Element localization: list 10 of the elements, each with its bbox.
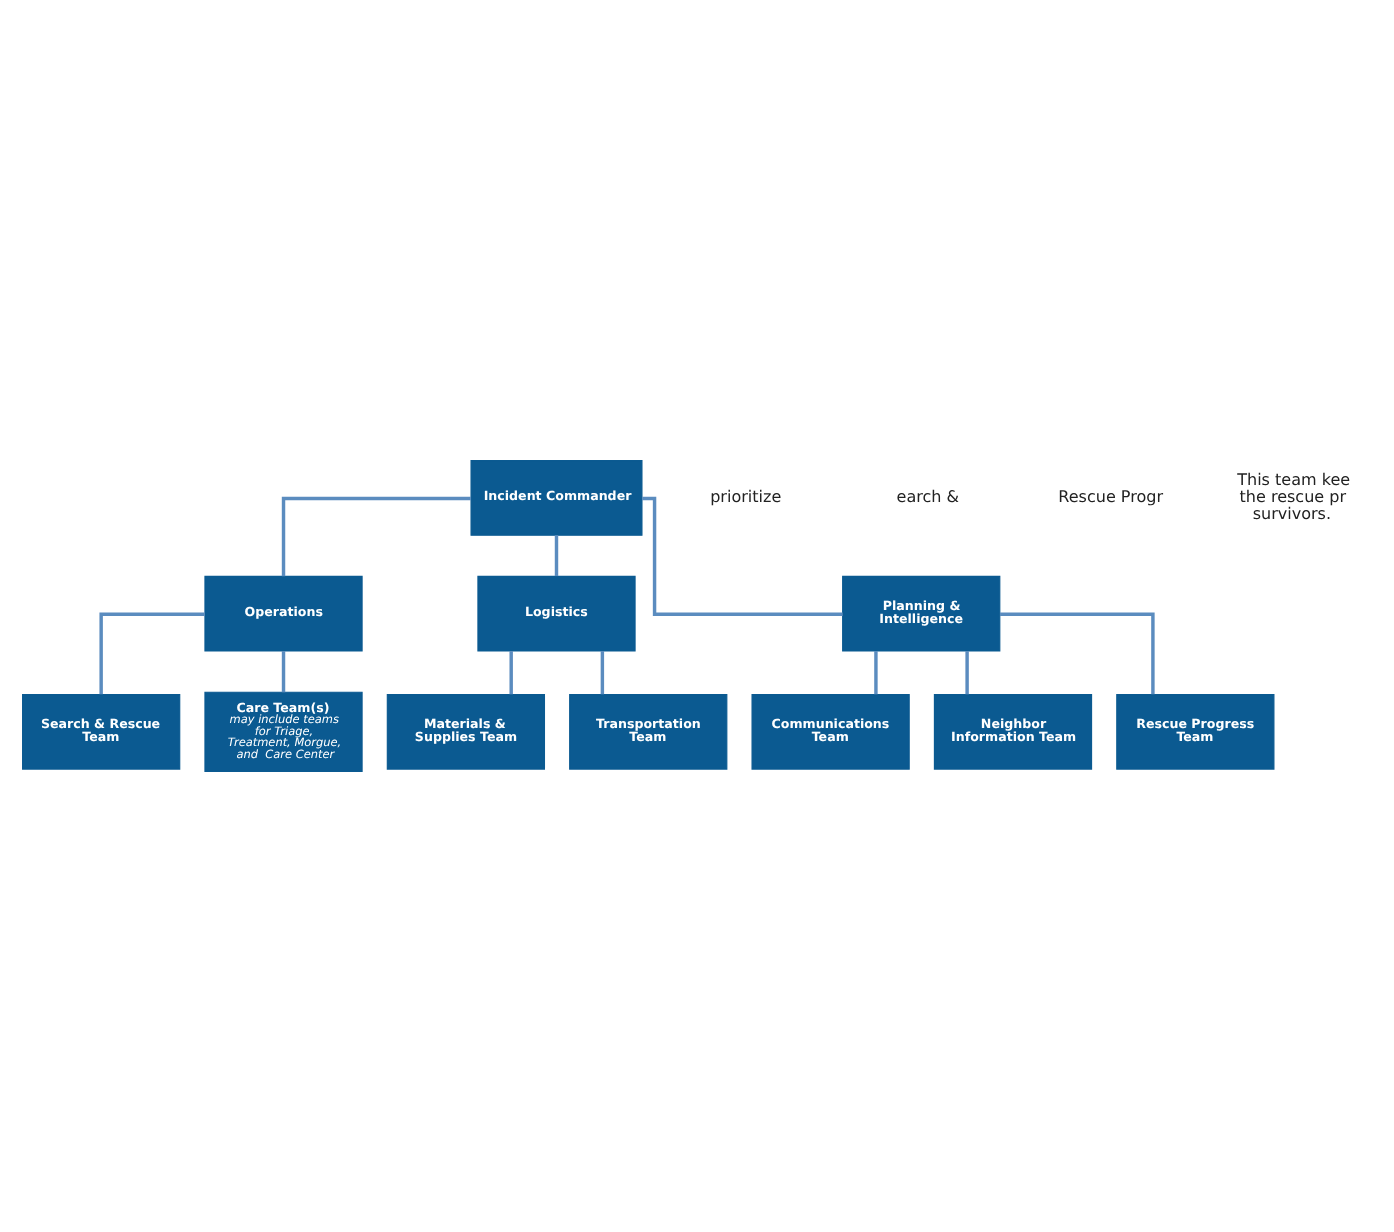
connector — [642, 496, 843, 616]
connector — [874, 651, 878, 695]
connector — [99, 612, 205, 695]
connector — [281, 651, 286, 693]
connector — [1000, 612, 1155, 695]
connector — [509, 651, 513, 695]
connector — [281, 496, 471, 577]
connector — [554, 535, 559, 577]
connector — [600, 651, 605, 695]
connector — [965, 651, 969, 695]
